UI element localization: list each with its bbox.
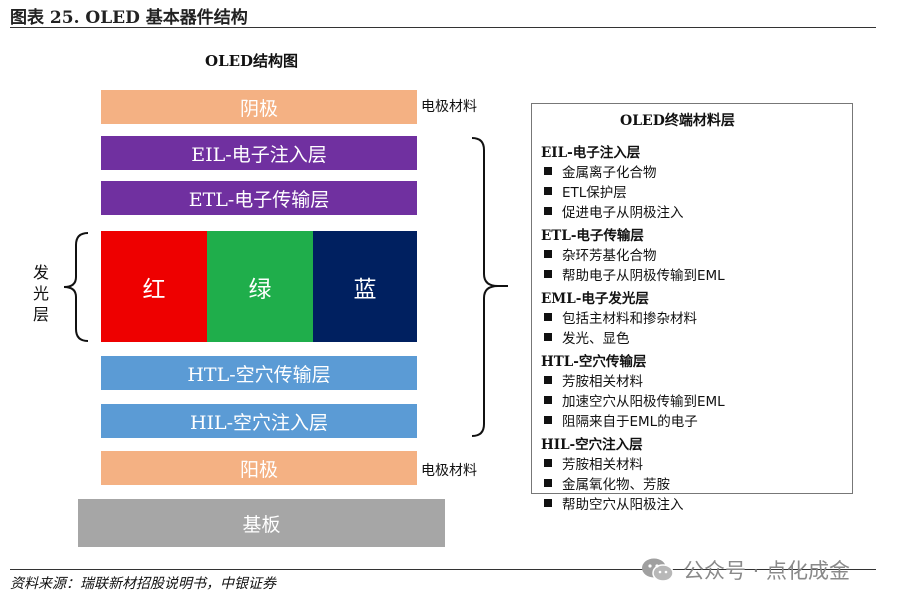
item-text: 芳胺相关材料: [562, 457, 643, 473]
organic-layers-brace: [471, 137, 508, 437]
substrate-label: 基板: [242, 513, 281, 536]
emitter-blue-label: 蓝: [353, 276, 377, 303]
bullet-icon: [544, 416, 552, 424]
list-item: 金属离子化合物: [541, 161, 846, 181]
electrode-label-top: 电极材料: [421, 99, 477, 115]
materials-panel: [531, 103, 853, 494]
list-item: ETL保护层: [541, 181, 846, 201]
panel-title: OLED终端材料层: [620, 113, 735, 129]
bullet-icon: [544, 250, 552, 258]
htl-label: HTL-空穴传输层: [187, 363, 331, 386]
emitter-brace: [63, 232, 89, 342]
etl-layer: ETL-电子传输层: [101, 181, 417, 215]
section-heading: HIL-空穴注入层: [541, 437, 643, 453]
section-etl: ETL-电子传输层 杂环芳基化合物 帮助电子从阴极传输到EML: [541, 224, 846, 284]
item-text: 加速空穴从阳极传输到EML: [562, 394, 725, 410]
section-heading: EML-电子发光层: [541, 291, 649, 307]
item-text: 包括主材料和掺杂材料: [562, 311, 697, 327]
section-heading: ETL-电子传输层: [541, 228, 644, 244]
item-text: 发光、显色: [562, 331, 630, 347]
list-item: 芳胺相关材料: [541, 453, 846, 473]
list-item: 帮助空穴从阳极注入: [541, 493, 846, 513]
list-item: 阻隔来自于EML的电子: [541, 410, 846, 430]
item-text: ETL保护层: [562, 185, 627, 201]
list-item: 包括主材料和掺杂材料: [541, 307, 846, 327]
bullet-icon: [544, 313, 552, 321]
section-eml: EML-电子发光层 包括主材料和掺杂材料 发光、显色: [541, 287, 846, 347]
bullet-icon: [544, 207, 552, 215]
bullet-icon: [544, 396, 552, 404]
wechat-icon: [642, 558, 674, 582]
bullet-icon: [544, 376, 552, 384]
panel-body: EIL-电子注入层 金属离子化合物 ETL保护层 促进电子从阴极注入 ETL-电…: [541, 141, 846, 513]
bullet-icon: [544, 187, 552, 195]
bullet-icon: [544, 499, 552, 507]
emitter-blue: 蓝: [313, 231, 417, 342]
bullet-icon: [544, 333, 552, 341]
emitter-red-label: 红: [142, 276, 166, 303]
emitter-green: 绿: [207, 231, 313, 342]
anode-label: 阳极: [239, 458, 278, 481]
section-hil: HIL-空穴注入层 芳胺相关材料 金属氧化物、芳胺 帮助空穴从阳极注入: [541, 433, 846, 513]
item-text: 帮助空穴从阳极注入: [562, 497, 684, 513]
item-text: 阻隔来自于EML的电子: [562, 414, 698, 430]
section-htl: HTL-空穴传输层 芳胺相关材料 加速空穴从阳极传输到EML 阻隔来自于EML的…: [541, 350, 846, 430]
htl-layer: HTL-空穴传输层: [101, 356, 417, 390]
list-item: 加速空穴从阳极传输到EML: [541, 390, 846, 410]
item-text: 金属氧化物、芳胺: [562, 477, 670, 493]
bullet-icon: [544, 479, 552, 487]
section-heading: EIL-电子注入层: [541, 145, 641, 161]
electrode-label-bottom: 电极材料: [421, 463, 477, 479]
hil-layer: HIL-空穴注入层: [101, 404, 417, 438]
cathode-layer: 阴极: [101, 90, 417, 124]
list-item: 发光、显色: [541, 327, 846, 347]
section-eil: EIL-电子注入层 金属离子化合物 ETL保护层 促进电子从阴极注入: [541, 141, 846, 221]
item-text: 促进电子从阴极注入: [562, 205, 684, 221]
source-rule: [10, 569, 876, 570]
item-text: 金属离子化合物: [562, 165, 657, 181]
item-text: 帮助电子从阴极传输到EML: [562, 268, 725, 284]
source-note: 资料来源：瑞联新材招股说明书，中银证券: [10, 576, 276, 592]
emitter-green-label: 绿: [248, 276, 272, 303]
diagram-title: OLED结构图: [205, 52, 299, 70]
list-item: 帮助电子从阴极传输到EML: [541, 264, 846, 284]
eil-label: EIL-电子注入层: [191, 143, 327, 166]
cathode-label: 阴极: [239, 97, 278, 120]
item-text: 杂环芳基化合物: [562, 248, 657, 264]
substrate-layer: 基板: [78, 499, 445, 547]
list-item: 促进电子从阴极注入: [541, 201, 846, 221]
hil-label: HIL-空穴注入层: [189, 411, 329, 434]
bullet-icon: [544, 459, 552, 467]
title-rule: [10, 27, 876, 28]
watermark-text: 公众号 · 点化成金: [683, 559, 851, 583]
list-item: 杂环芳基化合物: [541, 244, 846, 264]
etl-label: ETL-电子传输层: [188, 188, 330, 211]
bullet-icon: [544, 270, 552, 278]
figure-title: 图表 25. OLED 基本器件结构: [10, 8, 248, 28]
list-item: 金属氧化物、芳胺: [541, 473, 846, 493]
list-item: 芳胺相关材料: [541, 370, 846, 390]
emitter-red: 红: [101, 231, 207, 342]
bullet-icon: [544, 167, 552, 175]
anode-layer: 阳极: [101, 451, 417, 485]
item-text: 芳胺相关材料: [562, 374, 643, 390]
section-heading: HTL-空穴传输层: [541, 354, 647, 370]
eil-layer: EIL-电子注入层: [101, 136, 417, 170]
emitter-side-label: 发光层: [33, 263, 50, 324]
emitter-block: 红 绿 蓝: [101, 231, 417, 342]
watermark: 公众号 · 点化成金: [641, 555, 850, 585]
